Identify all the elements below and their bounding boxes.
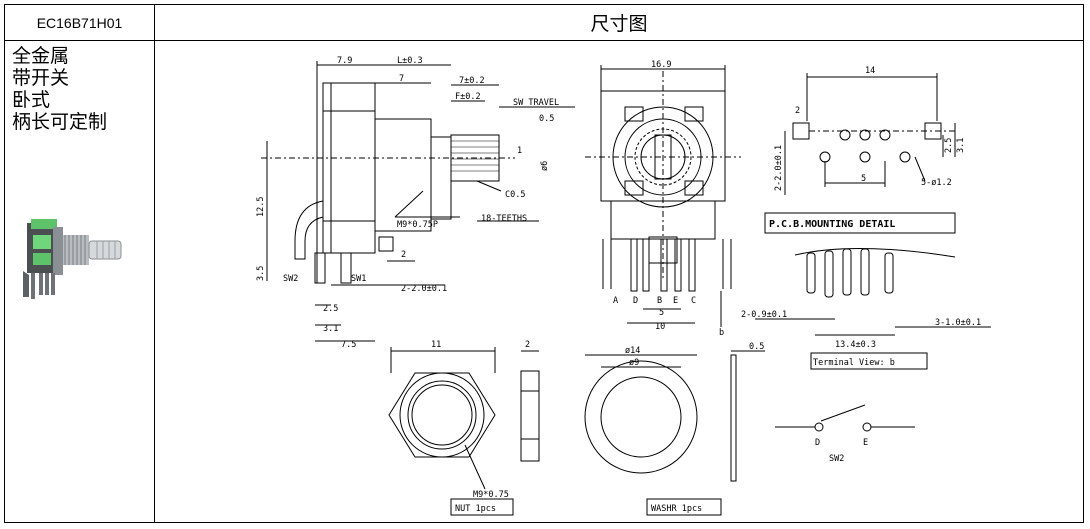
pin-d: D: [633, 296, 638, 306]
spec-sheet: EC16B71H01 尺寸图 全金属 带开关 卧式 柄长可定制: [4, 4, 1084, 523]
dim-14: 14: [865, 66, 875, 76]
dim-10: 10: [655, 322, 665, 332]
dim-7: 7: [399, 74, 404, 84]
dim-3-1v: 3.1: [956, 138, 966, 153]
terminal-view-label: Terminal View: b: [813, 358, 895, 368]
dim-5h: 5: [861, 174, 866, 184]
dim-1: 1: [517, 146, 522, 156]
label-sw1: SW1: [351, 274, 366, 284]
encoder-photo: [23, 219, 122, 299]
dim-9w: ø9: [629, 358, 639, 368]
dim-2-09: 2-0.9±0.1: [741, 310, 787, 320]
dim-m9: M9*0.75: [473, 490, 509, 500]
dim-5: 5: [659, 308, 664, 318]
dim-13-4: 13.4±0.3: [835, 340, 876, 350]
sw-travel-value: 0.5: [539, 114, 554, 124]
pin-c: C: [691, 296, 696, 306]
pin-e: E: [673, 296, 678, 306]
nut-label: NUT 1pcs: [455, 504, 496, 514]
drawing-canvas: 7.9 L±0.3 7 7±0.2 F±0.2 SW TRAVEL 0.5 1 …: [256, 56, 991, 516]
dim-7-02: 7±0.2: [459, 76, 485, 86]
pcb-detail-label: P.C.B.MOUNTING DETAIL: [769, 219, 895, 230]
dim-14w: ø14: [625, 346, 640, 356]
dim-c05: C0.5: [505, 190, 525, 200]
feature-item: 全金属: [12, 45, 70, 67]
dim-5-12: 5-ø1.2: [921, 178, 952, 188]
washer-label: WASHR 1pcs: [651, 504, 702, 514]
dim-6: ø6: [540, 161, 550, 171]
dim-teeth: 18-TEETHS: [481, 214, 527, 224]
sw-d: D: [815, 438, 820, 448]
dim-nut-2: 2: [525, 340, 530, 350]
sw2-label: SW2: [829, 454, 844, 464]
feature-item: 带开关: [12, 67, 70, 89]
feature-item: 柄长可定制: [12, 111, 108, 133]
view-b: b: [719, 328, 724, 338]
pin-a: A: [613, 296, 618, 306]
dim-7-5: 7.5: [341, 340, 356, 350]
part-number: EC16B71H01: [5, 5, 155, 41]
dim-m9p: M9*0.75P: [397, 220, 438, 230]
feature-list: 全金属 带开关 卧式 柄长可定制: [5, 41, 155, 522]
dim-3-5: 3.5: [256, 266, 266, 281]
dim-pcb-2: 2: [795, 106, 800, 116]
dim-3-10: 3-1.0±0.1: [935, 318, 981, 328]
dim-2: 2: [401, 250, 406, 260]
pin-b: B: [657, 296, 662, 306]
label-sw2: SW2: [283, 274, 298, 284]
dim-7-9: 7.9: [337, 56, 352, 66]
feature-item: 卧式: [12, 89, 51, 111]
dim-11: 11: [431, 340, 441, 350]
dim-2-20: 2-2.0±0.1: [401, 284, 447, 294]
dim-l: L±0.3: [397, 56, 423, 66]
dim-f: F±0.2: [455, 92, 481, 102]
dimension-drawing: 7.9 L±0.3 7 7±0.2 F±0.2 SW TRAVEL 0.5 1 …: [155, 41, 1083, 522]
dim-3-1: 3.1: [323, 324, 338, 334]
dim-2-20v: 2-2.0±0.1: [774, 145, 784, 191]
dim-05w: 0.5: [749, 342, 764, 352]
dim-12-5: 12.5: [256, 197, 266, 217]
dim-16-9: 16.9: [651, 60, 671, 70]
dim-2-5: 2.5: [323, 304, 338, 314]
dim-2-5v: 2.5: [944, 138, 954, 153]
page-title: 尺寸图: [155, 5, 1083, 41]
sw-travel: SW TRAVEL: [513, 98, 559, 108]
sw-e: E: [863, 438, 868, 448]
